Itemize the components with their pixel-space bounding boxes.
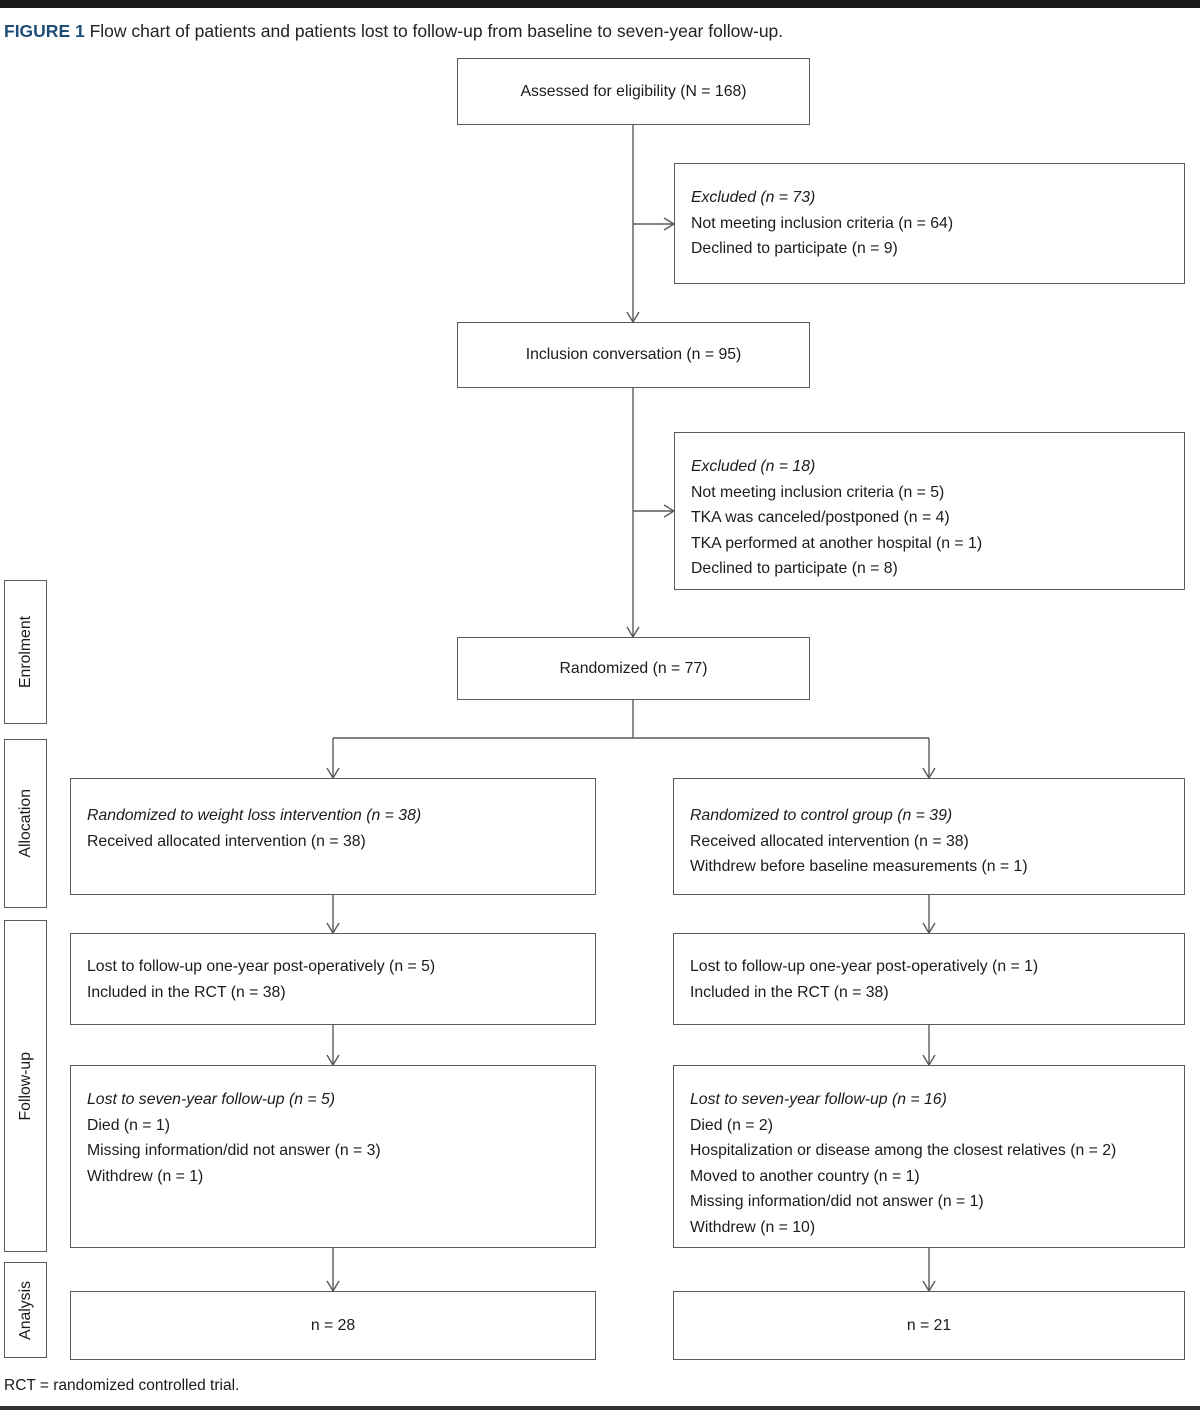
flow-box-line: Randomized to control group (n = 39)	[690, 807, 953, 824]
flow-box-line: Died (n = 2)	[690, 1116, 773, 1134]
flow-box-line: Withdrew (n = 10)	[690, 1218, 816, 1236]
flow-box-line: Randomized to weight loss intervention (…	[87, 807, 422, 824]
top-border-bar	[0, 0, 1200, 8]
flow-box-line: Excluded (n = 73)	[691, 189, 816, 206]
flow-box-line: Withdrew (n = 1)	[87, 1167, 204, 1185]
flow-box-allocation-intervention: Randomized to weight loss intervention (…	[70, 778, 596, 895]
connector-inclusion-to-randomized	[626, 388, 640, 639]
flow-box-line: TKA performed at another hospital (n = 1…	[691, 534, 983, 552]
flow-box-line: Inclusion conversation (n = 95)	[525, 346, 742, 364]
flow-box-excluded-2: Excluded (n = 18) Not meeting inclusion …	[674, 432, 1185, 590]
flow-box-line: Randomized (n = 77)	[559, 659, 708, 677]
flow-box-lost-sevenyear-intervention: Lost to seven-year follow-up (n = 5) Die…	[70, 1065, 596, 1248]
stage-label-enrolment: Enrolment	[4, 580, 47, 724]
stage-label-text: Analysis	[16, 1280, 34, 1340]
flow-box-assessed: Assessed for eligibility (N = 168)	[457, 58, 810, 125]
stage-label-followup: Follow-up	[4, 920, 47, 1252]
flow-box-line: n = 28	[310, 1316, 356, 1334]
figure-caption: FIGURE 1 Flow chart of patients and pati…	[4, 21, 783, 42]
flow-box-lost-sevenyear-control: Lost to seven-year follow-up (n = 16) Di…	[673, 1065, 1185, 1248]
flow-box-excluded-1: Excluded (n = 73) Not meeting inclusion …	[674, 163, 1185, 284]
flow-box-line: Lost to seven-year follow-up (n = 16)	[690, 1091, 947, 1108]
flow-box-line: Excluded (n = 18)	[691, 458, 816, 475]
flow-box-allocation-control: Randomized to control group (n = 39) Rec…	[673, 778, 1185, 895]
stage-label-text: Allocation	[16, 789, 34, 858]
flow-box-line: Declined to participate (n = 9)	[691, 240, 898, 257]
flow-box-line: Lost to seven-year follow-up (n = 5)	[87, 1091, 336, 1108]
flow-box-line: Received allocated intervention (n = 38)	[690, 832, 969, 850]
flow-box-lost-oneyear-intervention: Lost to follow-up one-year post-operativ…	[70, 933, 596, 1025]
flow-box-line: Lost to follow-up one-year post-operativ…	[690, 958, 1039, 975]
flow-box-analysis-intervention: n = 28	[70, 1291, 596, 1360]
bottom-border-rule	[0, 1406, 1200, 1410]
flow-box-line: Received allocated intervention (n = 38)	[87, 832, 366, 850]
connector-lost7-to-analysis-left	[326, 1248, 340, 1293]
figure-title: Flow chart of patients and patients lost…	[89, 21, 784, 41]
stage-label-text: Follow-up	[16, 1051, 34, 1121]
flow-box-line: Withdrew before baseline measurements (n…	[690, 858, 1028, 875]
connector-alloc-to-lost1-left	[326, 895, 340, 935]
flow-box-line: Hospitalization or disease among the clo…	[690, 1142, 1117, 1159]
flow-box-line: Included in the RCT (n = 38)	[87, 983, 286, 1001]
figure-label: FIGURE 1	[4, 21, 85, 41]
flow-box-line: Not meeting inclusion criteria (n = 64)	[691, 214, 954, 232]
connector-to-excluded2	[633, 504, 676, 518]
stage-label-analysis: Analysis	[4, 1262, 47, 1358]
flow-box-analysis-control: n = 21	[673, 1291, 1185, 1360]
connector-alloc-to-lost1-right	[922, 895, 936, 935]
flow-box-line: Not meeting inclusion criteria (n = 5)	[691, 483, 945, 501]
flow-box-line: TKA was canceled/postponed (n = 4)	[691, 509, 950, 526]
flow-box-line: Assessed for eligibility (N = 168)	[520, 82, 747, 100]
connector-lost1-to-lost7-left	[326, 1025, 340, 1067]
flow-box-lost-oneyear-control: Lost to follow-up one-year post-operativ…	[673, 933, 1185, 1025]
flow-box-randomized: Randomized (n = 77)	[457, 637, 810, 700]
flow-box-inclusion: Inclusion conversation (n = 95)	[457, 322, 810, 388]
flow-box-line: Lost to follow-up one-year post-operativ…	[87, 958, 436, 975]
footnote: RCT = randomized controlled trial.	[4, 1377, 240, 1394]
connector-randomized-branch	[326, 700, 936, 780]
stage-label-allocation: Allocation	[4, 739, 47, 908]
flow-box-line: Missing information/did not answer (n = …	[690, 1193, 984, 1210]
connector-lost7-to-analysis-right	[922, 1248, 936, 1293]
flow-box-line: Missing information/did not answer (n = …	[87, 1142, 381, 1159]
flow-box-line: Declined to participate (n = 8)	[691, 560, 898, 577]
connector-lost1-to-lost7-right	[922, 1025, 936, 1067]
connector-to-excluded1	[633, 217, 676, 231]
flow-box-line: Included in the RCT (n = 38)	[690, 983, 889, 1001]
flow-box-line: n = 21	[906, 1316, 952, 1334]
flow-box-line: Moved to another country (n = 1)	[690, 1167, 920, 1185]
flow-box-line: Died (n = 1)	[87, 1116, 170, 1134]
stage-label-text: Enrolment	[16, 616, 34, 688]
